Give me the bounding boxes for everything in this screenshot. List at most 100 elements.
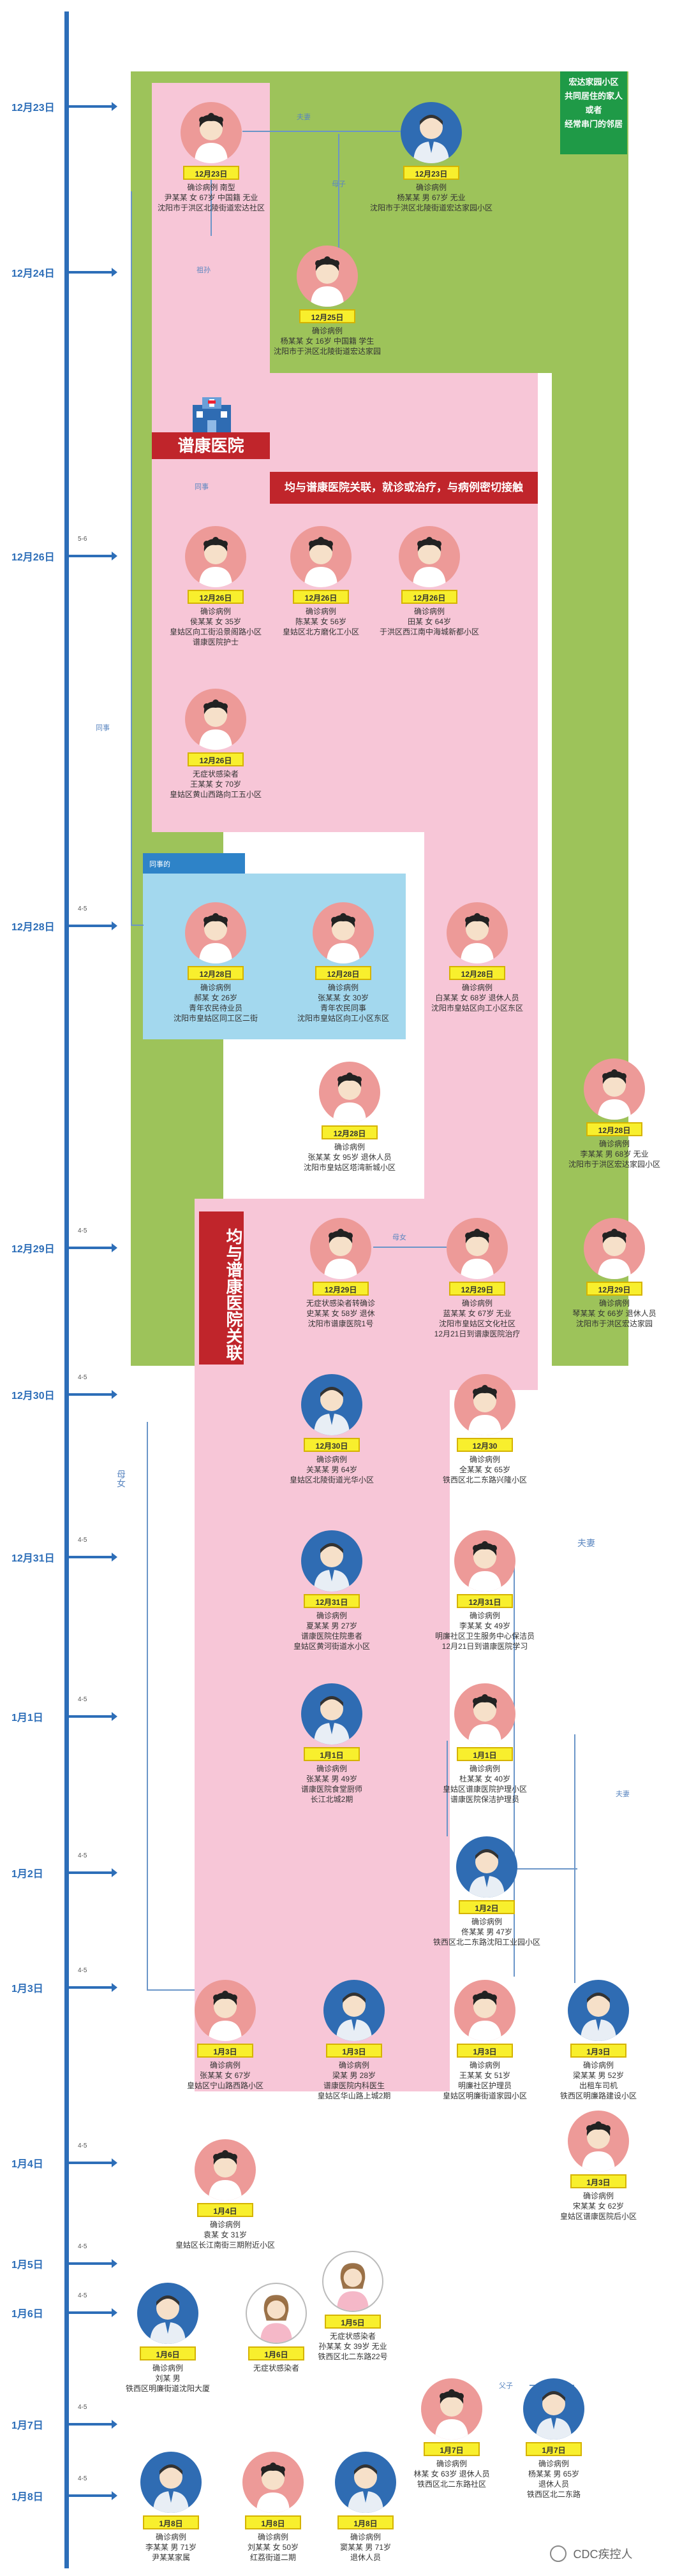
timeline-date: 1月7日 [11,2420,43,2431]
case-date-badge: 12月28日 [315,966,371,980]
case-avatar [195,1980,256,2041]
case-avatar [246,2283,307,2344]
case-info: 确诊病例 窦某某 男 71岁 退休人员 [339,2533,392,2562]
relation-connector [211,166,212,236]
case-date-badge: 1月1日 [457,1747,513,1761]
case-date-badge: 12月29日 [586,1282,642,1296]
relation-mugu-left: 母女 [116,1470,126,1488]
case-avatar [323,1980,385,2041]
timeline-date: 1月6日 [11,2309,43,2320]
timeline-gap: 4-5 [78,1852,87,1859]
case-avatar [313,902,374,963]
case-avatar [181,102,242,163]
case-avatar [335,2452,396,2513]
timeline-gap: 4-5 [78,2404,87,2411]
green-title-text: 宏达家园小区 共同居住的家人 或者 经常串门的邻居 [564,77,623,129]
timeline-arrow [69,1390,117,1399]
timeline-gap: 4-5 [78,1967,87,1974]
case-info: 确诊病例 王某某 女 51岁 明廉社区护理员 皇姑区明廉街道家园小区 [442,2061,527,2100]
case-date-badge: 1月7日 [424,2442,480,2456]
case-avatar [301,1374,362,1435]
timeline-date: 12月23日 [11,103,55,113]
relation-connector [447,1741,448,1836]
timeline-date: 12月28日 [11,922,55,933]
blue-zone-label: 同事的 [149,861,170,868]
case-date-badge: 12月26日 [188,752,244,766]
watermark-icon [550,2545,567,2562]
case-info: 确诊病例 夏某某 男 27岁 谱康医院住院患者 皇姑区黄河街道水小区 [293,1611,370,1651]
timeline-gap: 4-5 [78,1227,87,1234]
case-date-badge: 1月7日 [526,2442,582,2456]
timeline-date: 1月3日 [11,1984,43,1994]
hospital-banner: 均与谱康医院关联，就诊或治疗，与病例密切接触 [270,472,538,504]
case-date-badge: 1月4日 [197,2203,253,2217]
case-avatar [185,689,246,750]
timeline-arrow [69,1243,117,1252]
case-avatar [185,902,246,963]
relation-connector [131,925,144,926]
case-info: 确诊病例 张某某 女 30岁 青年农民同事 沈阳市皇姑区向工小区东区 [297,983,389,1023]
relation-fuqi-lower: 夫妻 [616,1790,630,1798]
case-date-badge: 1月6日 [248,2346,304,2360]
case-date-badge: 1月3日 [197,2044,253,2058]
case-info: 无症状感染者 [253,2364,299,2373]
case-date-badge: 12月31日 [304,1594,360,1608]
case-avatar [447,902,508,963]
case-info: 确诊病例 刘某某 女 50岁 红荔街道二期 [247,2533,299,2562]
case-avatar [454,1374,515,1435]
timeline-date: 12月24日 [11,268,55,279]
case-avatar [290,526,352,587]
relation-tongshi-hosp: 同事 [195,483,209,491]
timeline-gap: 5-6 [78,536,87,543]
case-date-badge: 12月30日 [304,1438,360,1452]
timeline-date: 1月8日 [11,2492,43,2503]
relation-connector [514,1868,577,1870]
timeline-axis [64,11,69,2568]
relation-connector [147,1989,195,1991]
case-date-badge: 1月8日 [245,2515,301,2529]
case-info: 确诊病例 张某某 女 95岁 退休人员 沈阳市皇姑区塔湾新城小区 [303,1143,396,1172]
timeline-arrow [69,2259,117,2268]
relation-connector [514,1562,515,1977]
timeline-date: 12月31日 [11,1553,55,1564]
green-title-box [560,71,627,154]
case-info: 确诊病例 侯某某 女 35岁 皇姑区向工街沿景阁路小区 谱康医院护士 [169,607,262,647]
timeline-arrow [69,1868,117,1877]
case-info: 确诊病例 全某某 女 65岁 铁西区北二东路兴隆小区 [442,1455,527,1484]
relation-connector [373,1247,447,1248]
hospital-icon [186,392,237,437]
relation-tongshi-left: 同事 [96,724,110,732]
case-info: 确诊病例 李某某 女 49岁 明廉社区卫生服务中心保洁员 12月21日到谱康医院… [434,1611,535,1651]
timeline-gap: 4-5 [78,2243,87,2250]
case-date-badge: 1月8日 [337,2515,394,2529]
case-date-badge: 12月28日 [188,966,244,980]
case-date-badge: 12月29日 [313,1282,369,1296]
case-date-badge: 1月3日 [570,2174,626,2188]
timeline-gap: 4-5 [78,1537,87,1544]
timeline-arrow [69,268,117,277]
case-date-badge: 1月3日 [570,2044,626,2058]
case-date-badge: 12月28日 [449,966,505,980]
case-info: 确诊病例 张某某 男 49岁 谱康医院食堂厨师 长江北城2期 [300,1764,362,1804]
vertical-banner: 均与谱康医院关联 [199,1211,244,1365]
timeline-gap: 4-5 [78,905,87,912]
case-date-badge: 1月1日 [304,1747,360,1761]
timeline-gap: 4-5 [78,2475,87,2482]
case-avatar [185,526,246,587]
timeline-arrow [69,1712,117,1721]
case-info: 确诊病例 刘某 男 铁西区明廉街道沈阳大厦 [125,2364,210,2393]
case-info: 确诊病例 杜某某 女 40岁 皇姑区谱康医院护理小区 谱康医院保洁护理员 [442,1764,527,1804]
case-date-badge: 12月31日 [457,1594,513,1608]
case-avatar [401,102,462,163]
case-avatar [242,2452,304,2513]
case-avatar [399,526,460,587]
timeline-arrow [69,2308,117,2317]
hospital-name: 谱康医院 [152,432,270,459]
relation-mugu-mid: 母女 [392,1234,406,1241]
case-info: 确诊病例 林某 女 63岁 退休人员 铁西区北二东路社区 [413,2459,490,2489]
case-info: 确诊病例 白某某 女 68岁 退休人员 沈阳市皇姑区向工小区东区 [431,983,523,1013]
case-info: 确诊病例 南型 尹某某 女 67岁 中国籍 无业 沈阳市于洪区北陵街道宏达社区 [157,183,265,212]
relation-fuqi-top: 夫妻 [297,113,311,121]
case-info: 确诊病例 郝某 女 26岁 青年农民待业员 沈阳市皇姑区同工区二街 [173,983,258,1023]
case-date-badge: 1月3日 [326,2044,382,2058]
